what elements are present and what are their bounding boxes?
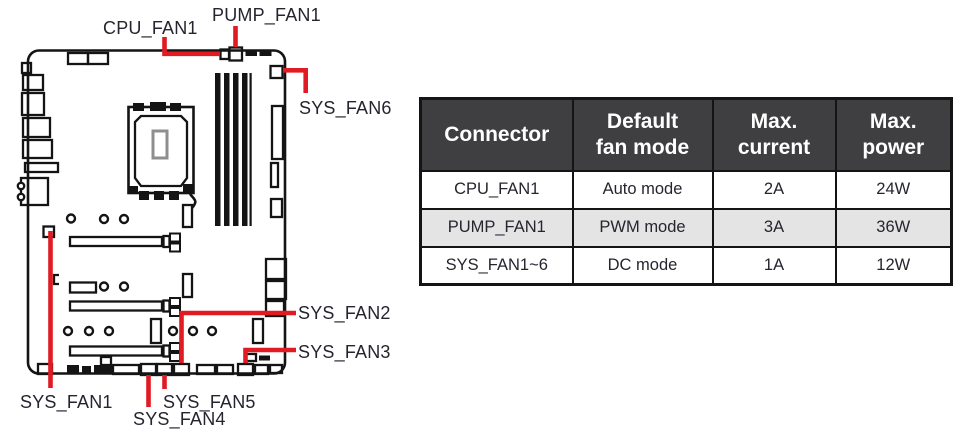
dimm-slots: [215, 73, 252, 226]
cpu-fan1-callout: [162, 37, 220, 57]
mounting-holes: [62, 213, 218, 337]
top-header-block: [66, 51, 90, 66]
top-header-block: [86, 51, 110, 66]
cell-power: 24W: [834, 169, 953, 210]
cell-mode: PWM mode: [571, 207, 714, 248]
motherboard-diagram: [16, 26, 308, 407]
cpu-socket: [127, 102, 197, 209]
table-row: PUMP_FAN1 PWM mode 3A 36W: [419, 207, 953, 248]
sys-fan6-connector: [269, 64, 284, 80]
table-row: CPU_FAN1 Auto mode 2A 24W: [419, 169, 953, 210]
cell-connector: PUMP_FAN1: [419, 207, 574, 248]
col-header-max-current: Max.current: [711, 97, 837, 172]
label-sys-fan4: SYS_FAN4: [133, 409, 226, 429]
pcie-m2-slots: [52, 203, 265, 362]
label-sys-fan5: SYS_FAN5: [163, 392, 256, 412]
cell-connector: SYS_FAN1~6: [419, 245, 574, 286]
top-edge-connectors: [42, 46, 284, 239]
callout-lines: [48, 26, 308, 407]
cell-current: 1A: [711, 245, 837, 286]
sys-fan2-callout: [179, 310, 296, 363]
cell-mode: DC mode: [571, 245, 714, 286]
cell-current: 2A: [711, 169, 837, 210]
cell-current: 3A: [711, 207, 837, 248]
table-row: SYS_FAN1~6 DC mode 1A 12W: [419, 245, 953, 286]
col-header-connector: Connector: [419, 97, 574, 172]
sys-fan2-connector: [172, 362, 191, 377]
label-sys-fan6: SYS_FAN6: [299, 98, 392, 118]
rear-io-ports: [16, 61, 60, 207]
label-cpu-fan1: CPU_FAN1: [103, 18, 198, 38]
pump-fan1-connector: [228, 46, 244, 62]
label-sys-fan1: SYS_FAN1: [20, 392, 113, 412]
cell-power: 36W: [834, 207, 953, 248]
label-sys-fan2: SYS_FAN2: [298, 303, 391, 323]
label-pump-fan1: PUMP_FAN1: [212, 5, 321, 25]
col-header-max-power: Max.power: [834, 97, 953, 172]
cell-power: 12W: [834, 245, 953, 286]
sys-fan3-connector: [236, 362, 255, 377]
label-sys-fan3: SYS_FAN3: [298, 342, 391, 362]
right-edge-components: [264, 104, 288, 318]
cell-mode: Auto mode: [571, 169, 714, 210]
sys-fan3-callout: [243, 347, 296, 363]
sys-fan6-callout: [283, 68, 308, 93]
bottom-edge-headers: [36, 352, 284, 377]
cell-connector: CPU_FAN1: [419, 169, 574, 210]
board-components: [16, 46, 288, 377]
